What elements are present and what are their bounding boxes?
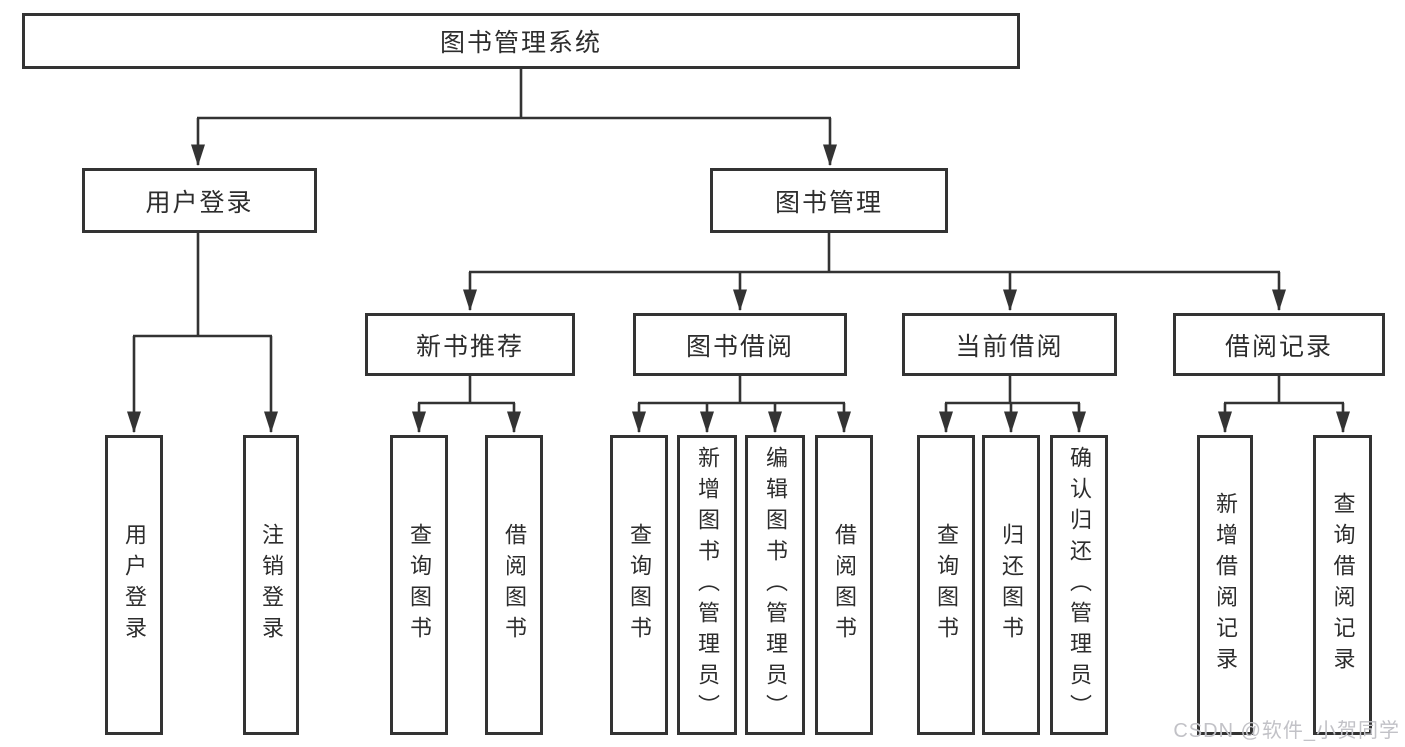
node-user-login: 用户登录 (82, 168, 317, 233)
node-book-management: 图书管理 (710, 168, 948, 233)
leaf-borrow-books-newbooks-label: 借阅图书 (502, 523, 527, 647)
csdn-watermark: CSDN @软件_小贺同学 (1173, 720, 1400, 742)
leaf-add-borrow-record-label: 新增借阅记录 (1213, 492, 1238, 678)
leaf-query-borrow-record-label: 查询借阅记录 (1330, 492, 1356, 678)
leaf-query-books-borrow: 查询图书 (610, 435, 668, 735)
node-new-books: 新书推荐 (365, 313, 575, 376)
leaf-borrow-books-borrow: 借阅图书 (815, 435, 873, 735)
leaf-logout-label: 注销登录 (259, 523, 284, 647)
leaf-user-login-label: 用户登录 (122, 523, 147, 647)
leaf-query-books-current: 查询图书 (917, 435, 975, 735)
node-borrow-records-label: 借阅记录 (1224, 332, 1333, 361)
leaf-query-books-newbooks: 查询图书 (390, 435, 448, 735)
leaf-add-book-admin-label: 新增图书（管理员） (695, 445, 720, 725)
node-user-login-label: 用户登录 (145, 188, 254, 217)
node-borrow-records: 借阅记录 (1173, 313, 1385, 376)
node-current-borrow-label: 当前借阅 (955, 332, 1064, 361)
node-book-borrow-label: 图书借阅 (685, 332, 794, 361)
node-new-books-label: 新书推荐 (415, 332, 524, 361)
leaf-query-books-borrow-label: 查询图书 (627, 523, 652, 647)
leaf-query-borrow-record: 查询借阅记录 (1313, 435, 1372, 735)
leaf-query-books-newbooks-label: 查询图书 (407, 523, 432, 647)
leaf-edit-book-admin: 编辑图书（管理员） (745, 435, 805, 735)
node-root: 图书管理系统 (22, 13, 1020, 69)
leaf-return-book: 归还图书 (982, 435, 1040, 735)
leaf-add-borrow-record: 新增借阅记录 (1197, 435, 1253, 735)
node-book-management-label: 图书管理 (774, 188, 883, 217)
leaf-user-login: 用户登录 (105, 435, 163, 735)
leaf-borrow-books-borrow-label: 借阅图书 (832, 523, 857, 647)
leaf-logout: 注销登录 (243, 435, 299, 735)
leaf-borrow-books-newbooks: 借阅图书 (485, 435, 543, 735)
node-book-borrow: 图书借阅 (633, 313, 847, 376)
leaf-confirm-return-admin-label: 确认归还（管理员） (1067, 445, 1092, 725)
leaf-edit-book-admin-label: 编辑图书（管理员） (763, 445, 788, 725)
leaf-return-book-label: 归还图书 (999, 523, 1024, 647)
leaf-add-book-admin: 新增图书（管理员） (677, 435, 737, 735)
leaf-confirm-return-admin: 确认归还（管理员） (1050, 435, 1108, 735)
leaf-query-books-current-label: 查询图书 (934, 523, 959, 647)
node-root-label: 图书管理系统 (439, 29, 602, 57)
node-current-borrow: 当前借阅 (902, 313, 1117, 376)
